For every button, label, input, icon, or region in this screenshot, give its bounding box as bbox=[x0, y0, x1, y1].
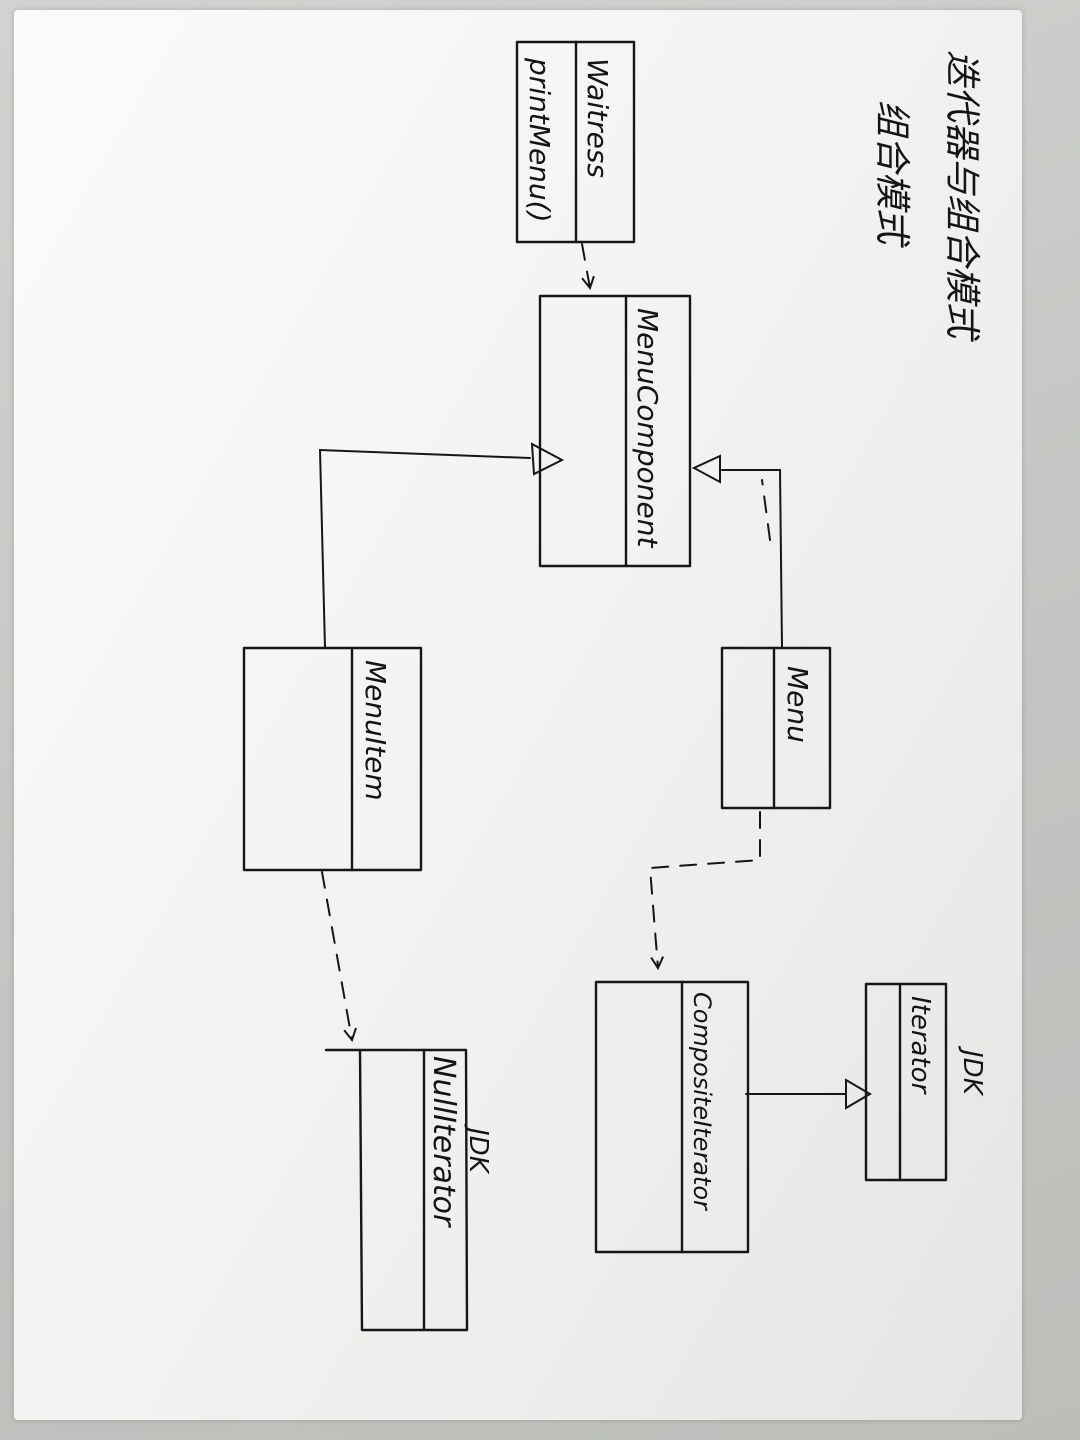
inheritance-line-menu bbox=[721, 469, 783, 649]
menu-name: Menu bbox=[781, 666, 814, 743]
class-compositeiterator: CompositeIterator bbox=[594, 980, 750, 1254]
inheritance-arrowhead-menu bbox=[691, 454, 721, 484]
class-nulliterator-content: NullIterator JDK bbox=[324, 1048, 493, 1332]
title-line2: 组合模式 bbox=[871, 100, 912, 248]
inheritance-arrowhead-menuitem bbox=[530, 442, 565, 476]
menu-box bbox=[720, 646, 832, 810]
menucomponent-box bbox=[538, 294, 692, 568]
nulliterator-outline bbox=[324, 1048, 469, 1332]
generalization-menuitem bbox=[318, 442, 565, 649]
iterator-jdk-tag: JDK bbox=[957, 1045, 987, 1097]
dependency-menu-compositeiterator bbox=[648, 811, 761, 968]
diagram-title: 迭代器与组合模式 组合模式 bbox=[871, 50, 982, 342]
realization-arrowhead bbox=[845, 1078, 872, 1110]
generalization-menu bbox=[691, 454, 783, 649]
class-menucomponent: MenuComponent bbox=[538, 294, 692, 568]
paper-sheet bbox=[14, 10, 1022, 1420]
dependency-menuitem-nulliterator bbox=[321, 871, 352, 1040]
class-menu: Menu bbox=[720, 646, 832, 810]
iterator-name: Iterator bbox=[905, 996, 935, 1096]
menuitem-name: MenuItem bbox=[359, 660, 392, 801]
menucomponent-name: MenuComponent bbox=[631, 308, 664, 548]
nulliterator-name: NullIterator bbox=[426, 1056, 461, 1228]
class-waitress: Waitress printMenu() bbox=[515, 40, 636, 244]
inheritance-line-menuitem bbox=[318, 448, 531, 649]
iterator-box bbox=[864, 982, 948, 1182]
compositeiterator-box bbox=[594, 980, 750, 1254]
waitress-method: printMenu() bbox=[523, 57, 556, 223]
nulliterator-jdk-tag: JDK bbox=[463, 1123, 493, 1175]
waitress-name: Waitress bbox=[581, 58, 614, 178]
realization-compositeiterator-iterator bbox=[745, 1078, 872, 1110]
compositeiterator-name: CompositeIterator bbox=[688, 992, 716, 1212]
aggregation-dashes-menu bbox=[761, 479, 771, 541]
class-menuitem: MenuItem bbox=[242, 646, 423, 872]
title-line1: 迭代器与组合模式 bbox=[941, 50, 982, 342]
dependency-waitress-menucomponent bbox=[581, 243, 590, 288]
class-iterator: Iterator JDK bbox=[864, 982, 987, 1182]
menuitem-box bbox=[242, 646, 423, 872]
